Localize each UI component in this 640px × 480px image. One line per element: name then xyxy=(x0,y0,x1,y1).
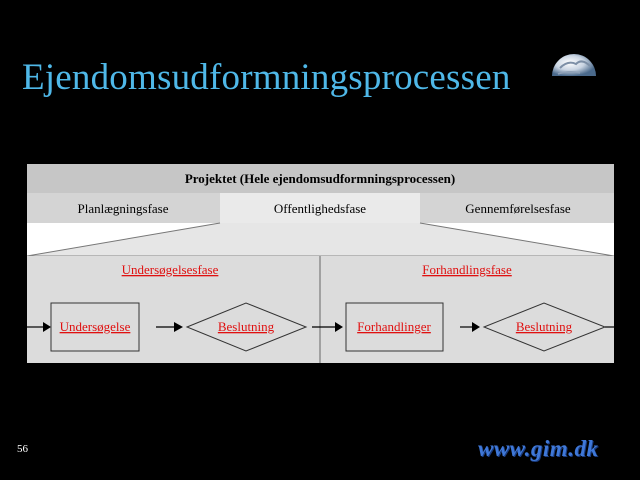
decision-diamond-1 xyxy=(185,302,308,352)
decision-2-label[interactable]: Beslutning xyxy=(516,319,573,334)
phase-highlight xyxy=(220,193,420,223)
earth-icon xyxy=(552,54,596,76)
subphase-title-negotiation[interactable]: Forhandlingsfase xyxy=(422,262,512,277)
diagram-header-band xyxy=(27,164,614,193)
box-negotiation xyxy=(345,302,444,352)
wedge-right-line xyxy=(419,222,614,257)
subphase-title-investigation[interactable]: Undersøgelsesfase xyxy=(122,262,219,277)
box-negotiation-label[interactable]: Forhandlinger xyxy=(357,319,431,334)
decision-1-label[interactable]: Beslutning xyxy=(218,319,275,334)
flow-arrow-1 xyxy=(156,322,183,332)
page-number: 56 xyxy=(17,443,28,455)
flow-arrow-3 xyxy=(460,322,480,332)
flow-arrow-2 xyxy=(312,322,343,332)
slide-title: Ejendomsudformningsprocessen xyxy=(22,57,511,98)
phase-planning: Planlægningsfase xyxy=(78,201,169,216)
box-investigation xyxy=(50,302,140,352)
phase-public: Offentlighedsfase xyxy=(274,201,366,216)
phase-implementation: Gennemførelsesfase xyxy=(465,201,571,216)
site-logo: www.gim.dk xyxy=(478,436,599,461)
box-investigation-label[interactable]: Undersøgelse xyxy=(60,319,131,334)
wedge-left-line xyxy=(27,222,221,257)
process-diagram: Projektet (Hele ejendomsudformningsproce… xyxy=(27,164,614,363)
flow-arrow-in xyxy=(27,322,51,332)
diagram-header: Projektet (Hele ejendomsudformningsproce… xyxy=(185,171,455,186)
